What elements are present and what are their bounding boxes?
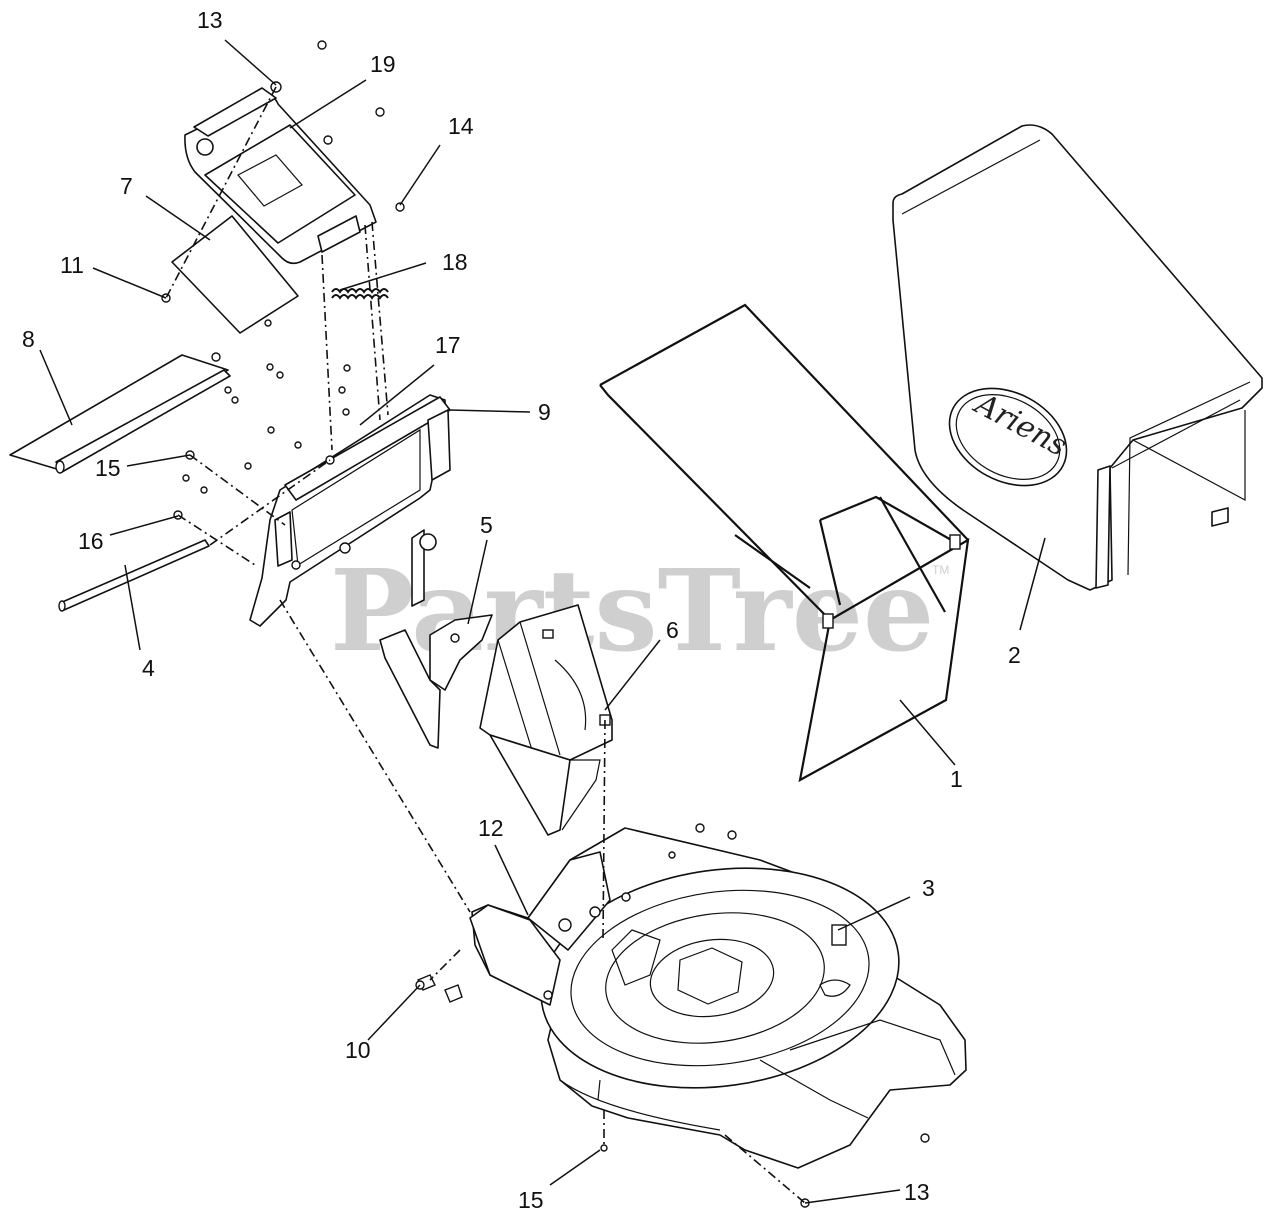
part-rear-door[interactable]: [184, 87, 377, 265]
leader-lines: [39, 39, 1046, 1204]
callout-14: 14: [448, 113, 474, 139]
callout-2: 2: [1008, 642, 1021, 668]
callout-10: 10: [345, 1037, 371, 1063]
callout-6: 6: [666, 617, 679, 643]
part-deck[interactable]: [417, 823, 967, 1169]
callout-5: 5: [480, 512, 493, 538]
callout-15-bottom: 15: [518, 1187, 544, 1213]
callout-7: 7: [120, 173, 133, 199]
part-rod[interactable]: [58, 539, 210, 612]
part-plate[interactable]: [171, 215, 299, 334]
callout-labels: 13 19 14 7 11 18 8 17 9 15 16 5 6 4 1 2 …: [22, 7, 1021, 1213]
callout-13-top: 13: [197, 7, 223, 33]
callout-9: 9: [538, 399, 551, 425]
callout-16: 16: [78, 528, 104, 554]
part-spring[interactable]: [331, 288, 389, 300]
callout-15-left: 15: [95, 455, 121, 481]
callout-18: 18: [442, 249, 468, 275]
part-bag-frame[interactable]: [599, 303, 970, 783]
callout-3: 3: [922, 875, 935, 901]
callout-19: 19: [370, 51, 396, 77]
part-flap[interactable]: [9, 354, 231, 474]
part-chute[interactable]: [479, 604, 613, 836]
callout-1: 1: [950, 766, 963, 792]
callout-17: 17: [435, 332, 461, 358]
callout-11: 11: [60, 252, 84, 278]
callout-12: 12: [478, 815, 504, 841]
callout-13-bottom: 13: [904, 1179, 930, 1205]
watermark-tm: TM: [932, 563, 949, 577]
part-grass-bag[interactable]: Ariens: [892, 124, 1263, 591]
callout-8: 8: [22, 326, 35, 352]
part-bracket[interactable]: [379, 529, 493, 749]
callout-4: 4: [142, 655, 155, 681]
assembly-lines: [164, 86, 806, 1204]
